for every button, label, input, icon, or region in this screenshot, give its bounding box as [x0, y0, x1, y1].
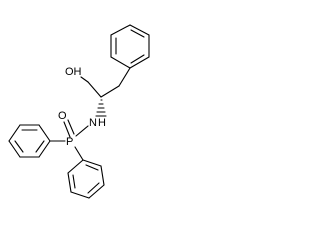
ring-double-bond: [35, 140, 45, 153]
ring-bond: [129, 24, 150, 36]
ring-double-bond: [72, 174, 76, 189]
ring-bond: [38, 140, 51, 158]
p-o-double-bond: [67, 119, 75, 135]
ring-bond: [88, 184, 105, 199]
left-phenyl-ring: [8, 124, 51, 158]
hashed-wedge-bond: [95, 99, 107, 117]
ring-double-bond: [14, 140, 24, 153]
stereocenter-ch2oh-bond: [87, 81, 102, 98]
ring-bond: [67, 172, 72, 193]
ring-double-bond: [130, 54, 145, 64]
ring-bond: [8, 140, 21, 158]
ch2-oh-bond: [80, 76, 89, 83]
ring-double-bond: [85, 164, 99, 171]
ring-bond: [82, 159, 102, 167]
ring-double-bond: [130, 29, 145, 38]
hydroxyl-label: OH: [65, 66, 82, 78]
ring-bond: [110, 24, 131, 36]
phosphorus-label: P: [66, 136, 73, 148]
ring-bond: [38, 124, 51, 142]
ring-double-bond: [87, 182, 100, 194]
ring-bond: [129, 56, 150, 69]
p-o-double-bond: [63, 121, 71, 138]
ring-bond: [70, 191, 90, 199]
benzyl-ch2-bond: [118, 67, 131, 87]
amine-n-label: N: [89, 117, 97, 129]
phosphoryl-oxygen-label: O: [58, 110, 67, 122]
ring-bond: [100, 165, 105, 186]
ring-bond: [110, 56, 131, 69]
ring-bond: [8, 124, 21, 142]
n-p-bond: [75, 125, 89, 137]
p-right-phenyl-bond: [74, 146, 84, 161]
right-phenyl-ring: [67, 159, 105, 199]
chemical-structure: OH N H P O: [8, 24, 150, 199]
ch2-stereocenter-bond: [100, 85, 120, 98]
amine-h-label: H: [98, 117, 106, 129]
benzyl-phenyl-ring: [110, 24, 150, 69]
ring-bond: [67, 159, 84, 174]
